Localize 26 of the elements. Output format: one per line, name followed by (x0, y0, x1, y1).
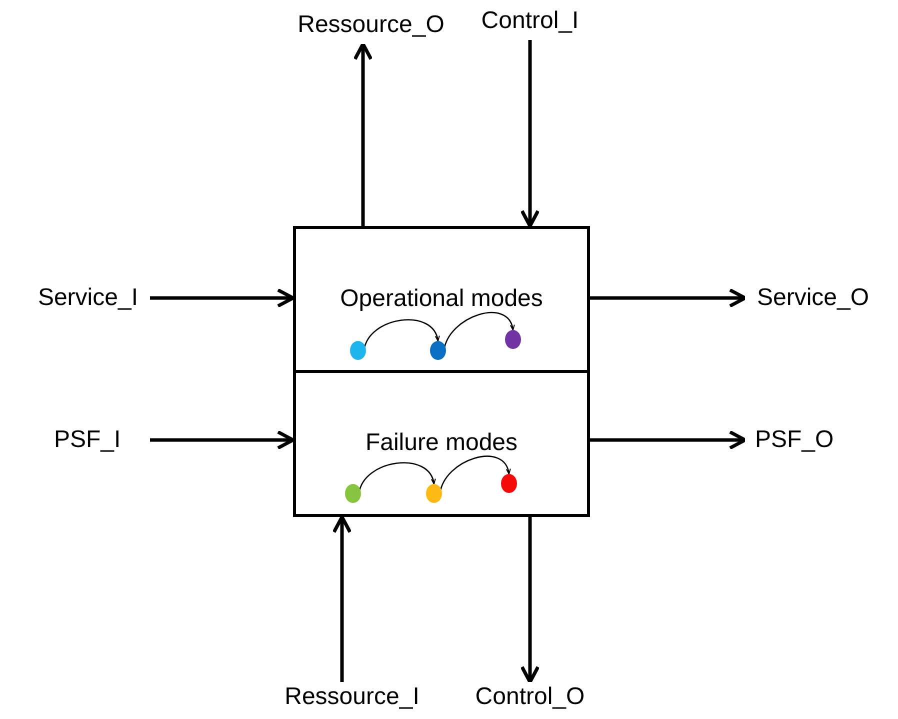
port-label: Control_O (455, 682, 605, 716)
state-dot (345, 484, 361, 503)
state-dot (430, 341, 446, 360)
arrow (332, 515, 352, 682)
state-dot (350, 341, 366, 360)
port-label: PSF_O (745, 425, 845, 455)
arrow (520, 517, 540, 684)
arrow (353, 42, 373, 226)
arrow (150, 288, 295, 308)
port-label: Control_I (465, 6, 595, 40)
port-label: Ressource_I (272, 682, 432, 716)
arrow (590, 288, 747, 308)
box-title: Failure modes (364, 428, 519, 458)
state-dot (501, 474, 517, 493)
port-label: Ressource_O (282, 10, 460, 44)
process-box (293, 226, 590, 373)
arrow (520, 40, 540, 228)
process-box (293, 370, 590, 517)
port-label: Service_O (745, 283, 890, 313)
port-label: PSF_I (40, 425, 150, 455)
arrow (590, 430, 747, 450)
state-dot (426, 484, 442, 503)
arrow (150, 430, 295, 450)
port-label: Service_I (15, 283, 150, 313)
box-title: Operational modes (339, 284, 544, 314)
state-dot (505, 330, 521, 349)
